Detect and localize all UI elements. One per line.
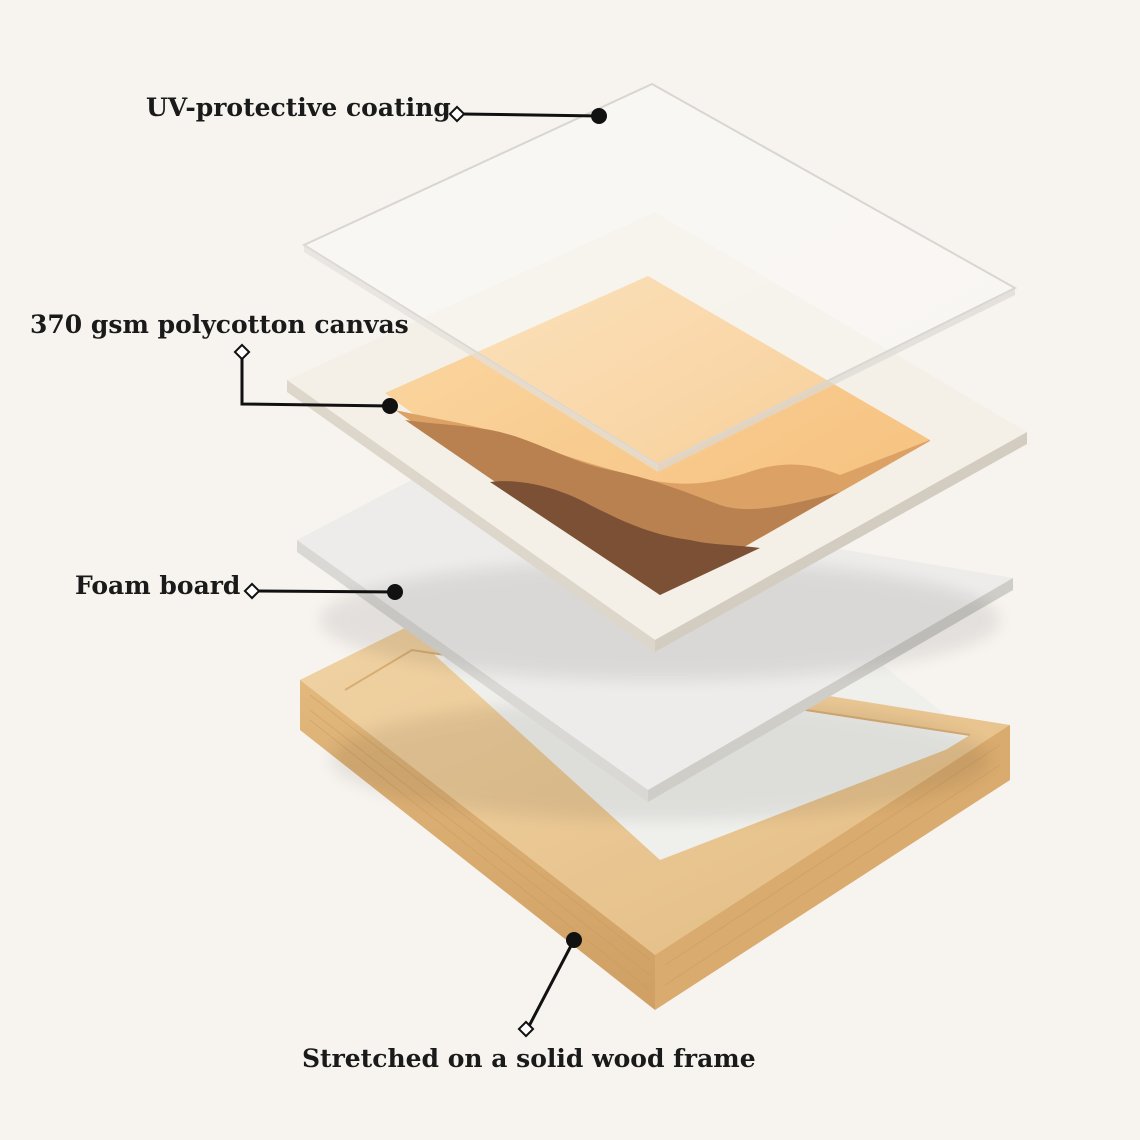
label-canvas: 370 gsm polycotton canvas (30, 310, 409, 339)
label-wood-frame: Stretched on a solid wood frame (302, 1044, 756, 1073)
diamond-frame (517, 1020, 535, 1038)
canvas-left-edge (287, 380, 655, 652)
leader-frame (526, 939, 576, 1029)
dot-uv (591, 108, 607, 124)
canvas-right-edge (655, 432, 1027, 652)
dot-frame (566, 932, 582, 948)
diamond-canvas (233, 343, 251, 361)
leader-diamonds (233, 105, 535, 1038)
label-foam-board: Foam board (75, 571, 241, 600)
leader-canvas (240, 353, 391, 408)
uv-coating-layer (301, 82, 1018, 472)
artwork-dune-dark (490, 481, 760, 595)
diamond-foam (243, 582, 261, 600)
dot-foam (387, 584, 403, 600)
uv-glass-left-edge (304, 245, 658, 472)
leader-lines (240, 112, 600, 1029)
leader-foam (257, 589, 396, 594)
diamond-uv (448, 105, 466, 123)
label-uv-coating: UV-protective coating (146, 93, 451, 122)
uv-glass-right-edge (658, 288, 1015, 472)
frame-top-face (300, 628, 1010, 955)
dot-canvas (382, 398, 398, 414)
leader-uv (461, 112, 600, 118)
leader-dots (382, 108, 607, 948)
